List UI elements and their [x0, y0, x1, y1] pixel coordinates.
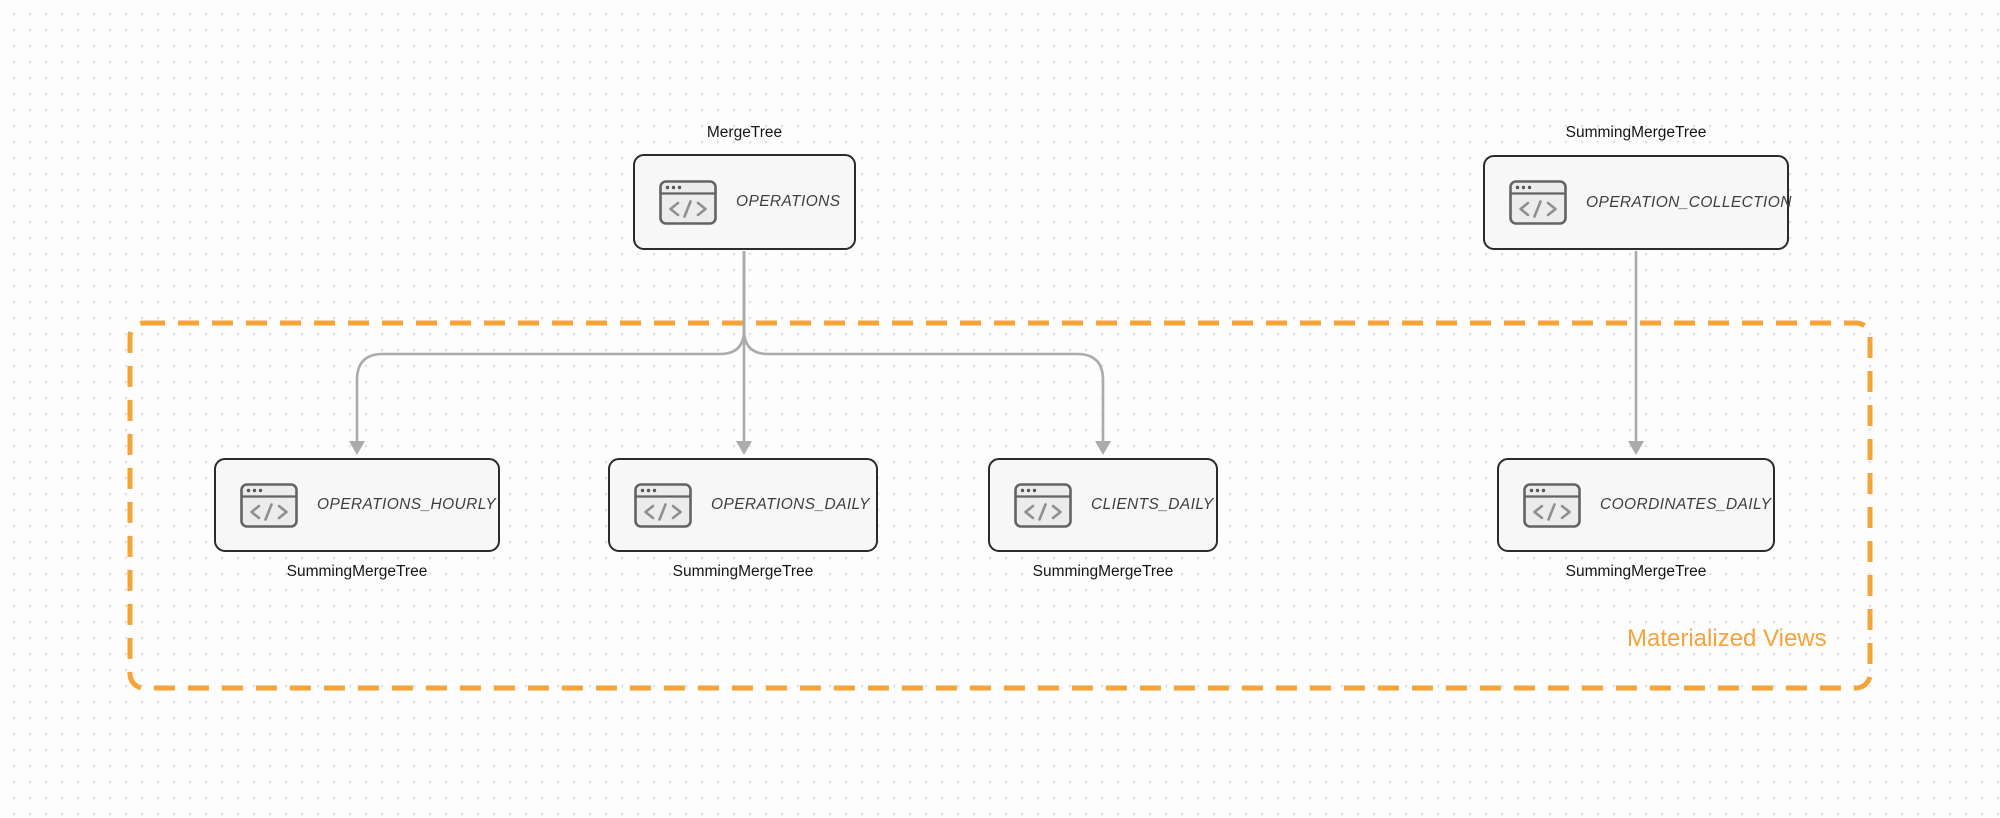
- code-window-icon: [1509, 180, 1567, 225]
- table-name: OPERATIONS: [736, 193, 841, 210]
- arrowhead-operations-hourly: [349, 441, 365, 455]
- table-name: OPERATIONS_HOURLY: [317, 496, 497, 513]
- engine-label-operation-collection: SummingMergeTree: [1565, 124, 1707, 141]
- node-operations-hourly[interactable]: OPERATIONS_HOURLY: [214, 458, 500, 552]
- arrowhead-clients-daily: [1095, 441, 1111, 455]
- code-window-icon: [1523, 482, 1581, 528]
- engine-label-operations-hourly: SummingMergeTree: [286, 563, 428, 580]
- arrowhead-coordinates-daily: [1628, 441, 1644, 455]
- node-operation-collection[interactable]: OPERATION_COLLECTION: [1483, 155, 1792, 250]
- table-name: OPERATION_COLLECTION: [1586, 193, 1792, 211]
- table-name: OPERATIONS_DAILY: [711, 496, 870, 513]
- arrowhead-operations-daily: [736, 441, 752, 455]
- edge-operations-to-clients-daily: [742, 251, 1105, 441]
- code-window-icon: [659, 179, 717, 225]
- code-window-icon: [1014, 482, 1072, 528]
- node-operations[interactable]: OPERATIONS: [633, 154, 856, 250]
- engine-label-operations-daily: SummingMergeTree: [672, 563, 814, 580]
- node-coordinates-daily[interactable]: COORDINATES_DAILY: [1497, 458, 1775, 552]
- code-window-icon: [240, 482, 298, 528]
- engine-label-clients-daily: SummingMergeTree: [1032, 563, 1174, 580]
- code-window-icon: [634, 482, 692, 528]
- node-clients-daily[interactable]: CLIENTS_DAILY: [988, 458, 1218, 552]
- engine-label-operations: MergeTree: [706, 124, 783, 141]
- materialized-views-label: Materialized Views: [1627, 625, 1827, 652]
- node-operations-daily[interactable]: OPERATIONS_DAILY: [608, 458, 878, 552]
- edge-operations-to-operations-hourly: [355, 251, 746, 441]
- table-name: CLIENTS_DAILY: [1091, 496, 1214, 513]
- table-name: COORDINATES_DAILY: [1600, 496, 1772, 513]
- engine-label-coordinates-daily: SummingMergeTree: [1565, 563, 1707, 580]
